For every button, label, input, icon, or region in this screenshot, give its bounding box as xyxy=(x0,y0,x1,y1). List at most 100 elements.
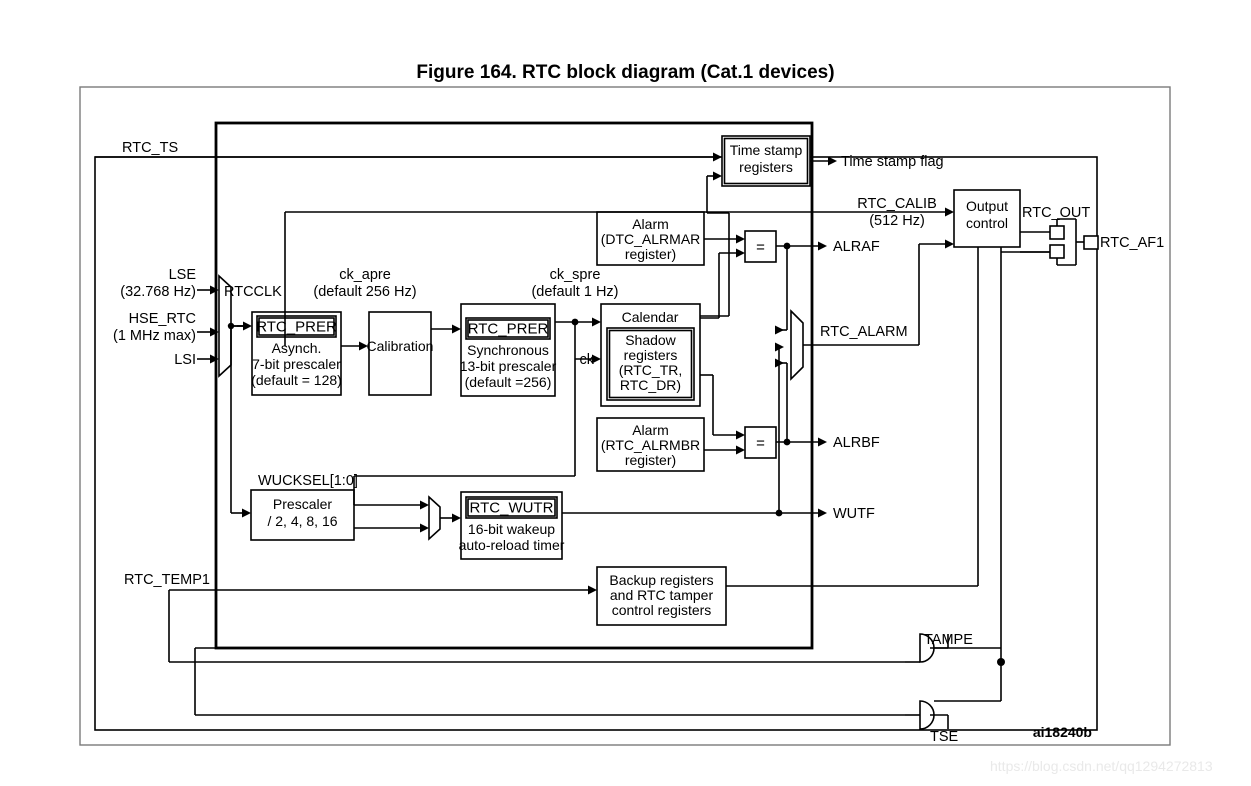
output-control-line-2: control xyxy=(966,215,1008,231)
alraf-wire xyxy=(775,241,827,335)
figure-title: Figure 164. RTC block diagram (Cat.1 dev… xyxy=(416,62,835,83)
async-prescaler-line-1: Asynch. xyxy=(272,340,322,356)
alrbf-label: ALRBF xyxy=(833,435,880,451)
alarm-a-line-2: (DTC_ALRMAR xyxy=(601,231,701,247)
ck-label: ck xyxy=(580,352,595,368)
shadow-registers-line-2: registers xyxy=(624,347,678,363)
comparator-a-block xyxy=(744,230,777,263)
rtc-alarm-output-wire xyxy=(803,239,954,346)
calendar-title-label: Calendar xyxy=(622,309,679,325)
ck-spre-wakeup-wire xyxy=(353,470,576,505)
wakeup-mux-bypass-wire xyxy=(354,500,429,533)
rtc-alarm-label: RTC_ALARM xyxy=(820,324,908,340)
rtcclk-wire xyxy=(227,321,252,518)
rtc-temp1-wire xyxy=(168,585,905,663)
wakeup-timer-line-2: auto-reload timer xyxy=(459,537,565,553)
alrbf-wire xyxy=(775,358,827,447)
tse-label: TSE xyxy=(930,729,959,745)
ck-spre-default-label: (default 1 Hz) xyxy=(531,284,618,300)
ck-spre-label: ck_spre xyxy=(550,267,601,283)
wucksel-label: WUCKSEL[1:0] xyxy=(258,473,358,489)
wakeup-mux-output-wire xyxy=(440,513,461,523)
rtc-out-pad-lower xyxy=(1049,244,1065,259)
shadow-registers-line-4: RTC_DR) xyxy=(620,377,681,393)
tampe-label: TAMPE xyxy=(924,632,973,648)
time-stamp-registers-block-inner xyxy=(723,137,809,185)
wakeup-timer-register-box-inner xyxy=(467,498,556,517)
rtc-calib-frequency-label: (512 Hz) xyxy=(869,213,925,229)
alarm-b-line-2: (RTC_ALRMBR xyxy=(601,437,700,453)
calendar-compare-b-wire xyxy=(700,374,745,440)
alarm-b-block xyxy=(596,417,705,472)
rtc-alarm-mux xyxy=(790,309,804,381)
ck-apre-label: ck_apre xyxy=(339,267,391,283)
shadow-registers-line-1: Shadow xyxy=(625,332,676,348)
rtc-calib-wire xyxy=(284,207,954,346)
ck-wire xyxy=(575,354,601,364)
output-control-block xyxy=(953,189,1021,248)
lsi-label: LSI xyxy=(174,352,196,368)
wakeup-prescaler-line-2: / 2, 4, 8, 16 xyxy=(267,513,337,529)
hse-rtc-frequency-label: (1 MHz max) xyxy=(113,328,196,344)
rtc-core-box xyxy=(214,121,814,650)
wakeup-prescaler-line-1: Prescaler xyxy=(273,496,332,512)
calendar-compare-a-wire xyxy=(700,248,745,319)
output-control-line-1: Output xyxy=(966,198,1008,214)
watermark: https://blog.csdn.net/qq1294272813 xyxy=(990,758,1213,774)
alarm-a-line-1: Alarm xyxy=(632,216,669,232)
figure-frame xyxy=(79,86,1171,746)
time-stamp-registers-line-2: registers xyxy=(739,159,793,175)
tampe-gate xyxy=(905,633,1001,663)
wutf-mux-wire xyxy=(775,342,784,513)
wakeup-prescaler-block xyxy=(250,489,355,541)
sync-prescaler-line-3: (default =256) xyxy=(465,374,552,390)
time-stamp-flag-wire xyxy=(810,156,837,166)
rtc-ts-wire xyxy=(95,152,722,162)
async-prescaler-register-label: RTC_PRER xyxy=(256,319,337,336)
async-prescaler-line-2: 7-bit prescaler xyxy=(252,356,341,372)
alarm-b-compare-wire xyxy=(704,445,745,455)
alarm-b-line-3: register) xyxy=(625,452,676,468)
figure-id-code: ai18240b xyxy=(1033,724,1092,740)
clock-source-input-arrows xyxy=(197,285,219,364)
wutf-wire xyxy=(562,508,827,518)
sync-prescaler-line-2: 13-bit prescaler xyxy=(460,358,557,374)
tse-gate xyxy=(905,662,1002,730)
time-stamp-flag-label: Time stamp flag xyxy=(841,154,944,170)
wutf-label: WUTF xyxy=(833,506,875,522)
rtc-af1-label: RTC_AF1 xyxy=(1100,235,1164,251)
sync-prescaler-register-box-inner xyxy=(467,319,549,338)
calibration-block xyxy=(368,311,432,396)
output-control-bottom-stubs xyxy=(977,247,1005,666)
rtc-calib-label: RTC_CALIB xyxy=(857,196,937,212)
shadow-registers-box-inner xyxy=(608,329,693,399)
alraf-label: ALRAF xyxy=(833,239,880,255)
alarm-a-compare-wire xyxy=(704,234,745,244)
shadow-registers-line-3: (RTC_TR, xyxy=(619,362,683,378)
backup-registers-line-2: and RTC tamper xyxy=(610,587,714,603)
calibration-output-wire xyxy=(431,324,461,334)
wakeup-clock-mux xyxy=(428,495,441,541)
wakeup-timer-register-label: RTC_WUTR xyxy=(470,500,554,517)
alarm-a-block xyxy=(596,211,705,266)
wakeup-timer-line-1: 16-bit wakeup xyxy=(468,521,555,537)
backup-registers-line-1: Backup registers xyxy=(609,572,713,588)
comparator-a-symbol: = xyxy=(756,239,765,256)
lse-label: LSE xyxy=(169,267,197,283)
calibration-label: Calibration xyxy=(367,338,434,354)
backup-registers-output-wire xyxy=(726,289,979,587)
lse-frequency-label: (32.768 Hz) xyxy=(120,284,196,300)
rtcclk-label: RTCCLK xyxy=(224,284,282,300)
alarm-a-line-3: register) xyxy=(625,246,676,262)
async-prescaler-register-box-inner xyxy=(258,317,335,336)
ck-apre-wire xyxy=(341,341,368,351)
rtc-temp1-label: RTC_TEMP1 xyxy=(124,572,210,588)
comparator-b-symbol: = xyxy=(756,435,765,452)
hse-rtc-label: HSE_RTC xyxy=(129,311,196,327)
backup-registers-line-3: control registers xyxy=(612,602,712,618)
alarm-b-line-1: Alarm xyxy=(632,422,669,438)
ck-spre-wire xyxy=(555,317,601,470)
rtc-af1-pad xyxy=(1083,235,1099,250)
tse-input-wire xyxy=(194,647,905,716)
